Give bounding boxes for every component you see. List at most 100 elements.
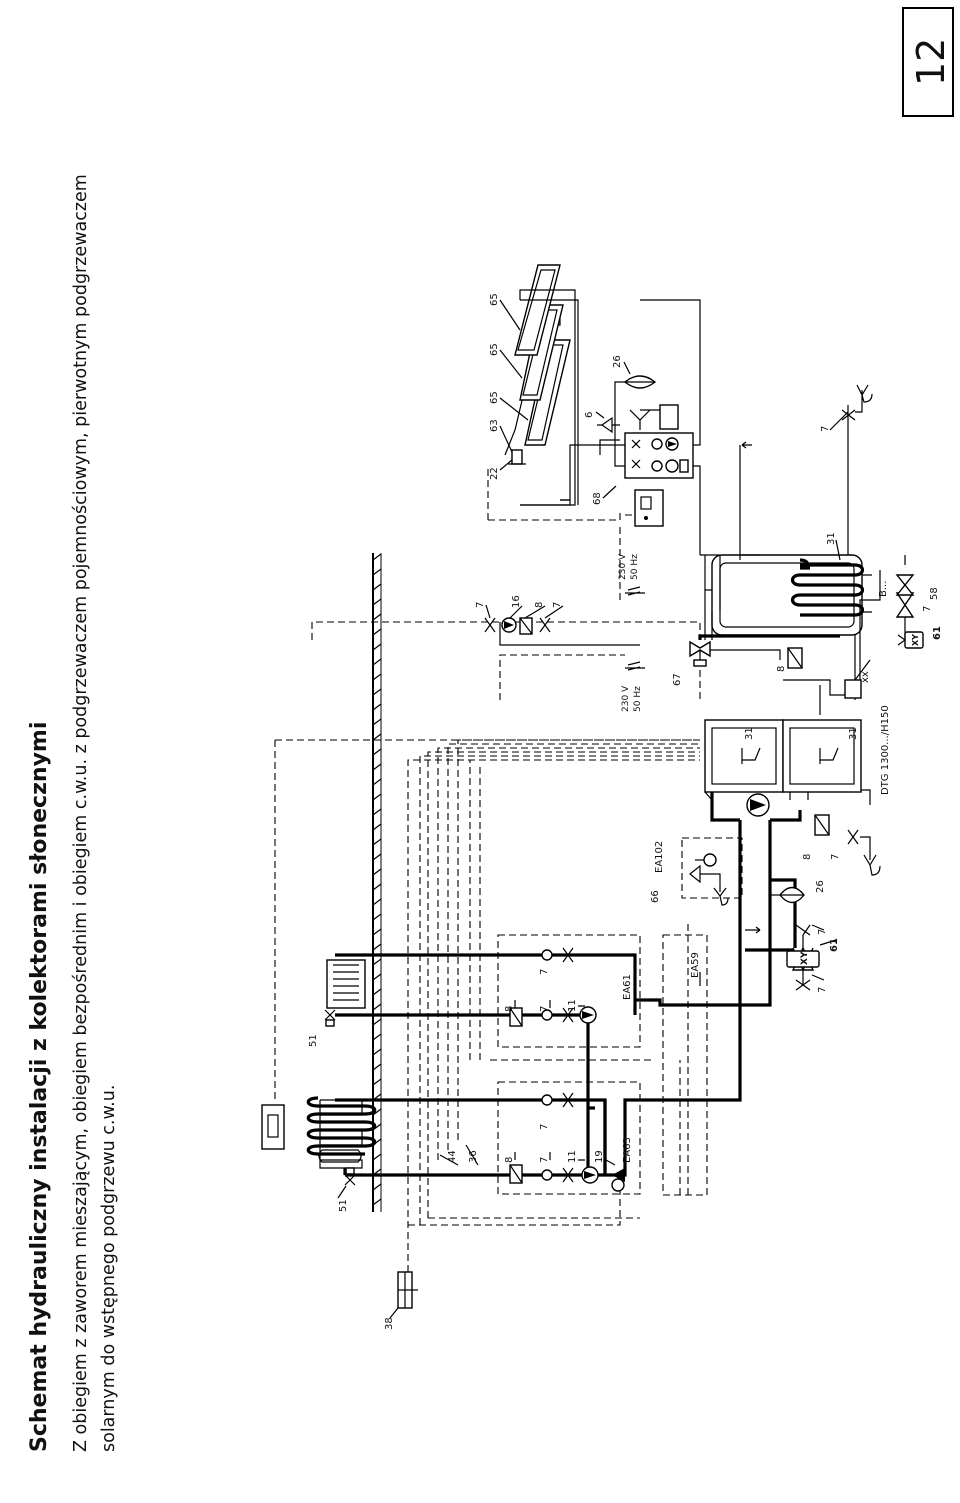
dhw-pipes [698,555,881,715]
solar-controller[interactable] [634,489,664,527]
power-symbol [625,661,645,671]
page-title: Schemat hydrauliczny instalacji z kolekt… [27,722,52,1452]
valve-icon[interactable] [562,1167,574,1183]
label-61-inlet: 61 [932,626,943,640]
label-51-right: 51 [308,1034,319,1047]
label-8-solar: 8 [534,602,545,608]
label-8-ea63: 8 [504,1157,515,1163]
label-6: 6 [584,412,595,418]
group-EA61 [497,934,641,1048]
label-11-ea63: 11 [567,1150,578,1163]
check-valve-icon[interactable] [895,574,915,596]
label-7-boiler: 7 [830,854,841,860]
valve-icon[interactable] [539,617,551,633]
label-7-ea63a: 7 [539,1157,550,1163]
solar-safety-valve[interactable] [597,404,679,434]
boiler-return-fittings [814,814,881,876]
label-22: 22 [489,467,500,480]
label-EA59: EA59 [690,952,701,978]
label-7-ea61b: 7 [539,969,550,975]
label-xx: xx [860,671,871,683]
underfloor-loop [318,1099,363,1169]
page-subtitle-line1: Z obiegiem z zaworem mieszającym, obiegi… [71,174,91,1452]
boiler-DTG[interactable] [704,719,862,793]
valve-icon[interactable] [562,947,574,963]
svg-text:XY: XY [911,634,920,646]
valve-icon[interactable] [895,592,915,618]
label-50hz-b: 50 Hz [630,554,640,580]
label-leaders [439,299,871,1166]
dhw-check-valve[interactable] [787,647,803,669]
power-symbol [625,586,645,596]
radiator-right[interactable] [326,959,366,1009]
mixing-valve-motor-icon[interactable] [611,1178,625,1192]
label-8-dhw: 8 [776,666,787,672]
label-58: 58 [929,587,940,600]
label-38: 38 [384,1317,395,1330]
label-67: 67 [672,673,683,686]
label-EA63: EA63 [622,1137,633,1163]
label-44: 44 [447,1150,458,1163]
valve-51-right[interactable] [324,1009,336,1027]
label-7-bottom-b: 7 [817,929,828,935]
page-number-box: 12 [902,7,954,117]
label-51-left: 51 [338,1199,349,1212]
valve-icon[interactable] [847,829,859,845]
solar-collectors[interactable] [514,264,571,446]
boiler-pump[interactable] [746,793,770,817]
label-65-b: 65 [489,343,500,356]
label-26-heating: 26 [815,880,826,893]
expansion-vessel-heating[interactable] [770,886,805,904]
label-31-boiler-b: 31 [848,727,859,740]
drain-funnel-icon [629,409,651,430]
valve-icon[interactable] [562,1092,574,1108]
thermometer-icon [541,1094,553,1106]
flow-arrows [699,441,761,986]
solar-station[interactable] [624,432,694,479]
label-EA102: EA102 [654,841,665,873]
drain-right [841,384,873,555]
label-11-ea61: 11 [567,999,578,1012]
label-7-solar-b: 7 [552,602,563,608]
valve-icon[interactable] [562,1007,574,1023]
label-16: 16 [511,595,522,608]
label-8-ea61: 8 [504,1006,515,1012]
solar-pump-group [484,617,640,646]
floor-line [372,553,382,1212]
label-68: 68 [592,492,603,505]
label-31-boiler-a: 31 [744,727,755,740]
label-EA61: EA61 [622,974,633,1000]
label-7-bottom-a: 7 [817,987,828,993]
group-EA102 [681,837,743,899]
safety-valve-icon[interactable] [689,864,701,884]
three-way-valve-67[interactable] [689,640,711,667]
label-7-ea63b: 7 [539,1124,550,1130]
label-61-bottom: 61 [829,938,840,952]
group-EA63 [497,1081,641,1195]
thermostatic-mixer-xx[interactable] [844,679,862,699]
cold-water-inlet: XY [895,555,924,649]
label-26-solar: 26 [612,355,623,368]
thermostat-left [261,1104,285,1150]
mixing-valve-icon[interactable] [612,1168,625,1182]
thermometer-icon [541,1169,553,1181]
thermometer-icon [541,1009,553,1021]
dhw-cylinder[interactable] [711,554,865,636]
ea102-safety-group [689,853,729,906]
thermometer-icon [541,949,553,961]
label-8-boiler: 8 [802,854,813,860]
radiator-coil-left [306,1096,377,1156]
label-7-right: 7 [820,426,831,432]
label-7-solar-a: 7 [475,602,486,608]
svg-text:XY: XY [800,951,810,965]
valve-icon[interactable] [484,617,496,633]
filling-valve-61-left[interactable]: XY [786,924,820,991]
group-EA59 [662,934,708,1196]
label-66: 66 [650,890,661,903]
ea63-components [509,1092,625,1192]
collector-air-vent[interactable] [508,449,526,465]
label-65-c: 65 [489,293,500,306]
expansion-vessel-solar[interactable] [614,375,657,430]
page-subtitle-line2: solarnym do wstępnego podgrzewu c.w.u. [99,1085,119,1452]
label-B: B... [878,581,889,597]
